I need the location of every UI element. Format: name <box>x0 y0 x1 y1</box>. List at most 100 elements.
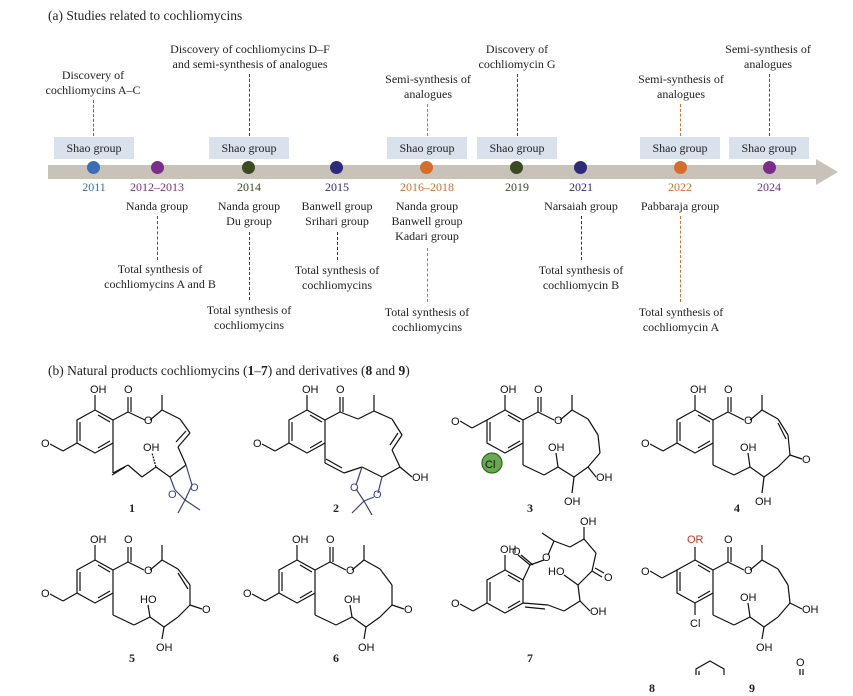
panel-a-title: (a) Studies related to cochliomycins <box>48 8 243 23</box>
year-2019: 2019 <box>505 180 529 194</box>
svg-text:OH: OH <box>358 642 375 654</box>
structure-5: OH O O O O HO OH <box>41 534 211 654</box>
svg-text:OH: OH <box>500 544 517 556</box>
svg-text:OH: OH <box>740 592 757 604</box>
shao-group-box-2016: Shao group <box>387 137 467 159</box>
svg-text:Cl: Cl <box>690 618 700 630</box>
year-2016-2018: 2016–2018 <box>400 180 454 194</box>
c1-oh: OH <box>90 384 107 396</box>
svg-text:HO: HO <box>140 594 157 606</box>
svg-text:O: O <box>350 482 359 494</box>
compound-number-8: 8 <box>649 681 655 695</box>
svg-text:HO: HO <box>548 566 565 578</box>
svg-text:OH: OH <box>90 534 107 546</box>
svg-text:OH: OH <box>302 384 319 396</box>
svg-text:O: O <box>144 415 153 427</box>
structure-7: OH O O OH O HO OH O <box>451 516 613 618</box>
svg-text:O: O <box>542 552 551 564</box>
shao-group-box-2022: Shao group <box>640 137 720 159</box>
structure-3: OH O O O Cl OH OH OH <box>451 384 613 508</box>
event-desc-2021: Total synthesis of cochliomycin B <box>538 263 624 292</box>
structure-6: OH O O O O OH OH <box>243 534 413 654</box>
connector-below-2016 <box>427 248 428 302</box>
svg-text:O: O <box>641 566 650 578</box>
svg-text:OH: OH <box>740 442 757 454</box>
connector-2011 <box>93 100 94 136</box>
svg-text:O: O <box>744 565 753 577</box>
svg-text:O: O <box>326 534 335 546</box>
event-group-2012-2013: Nanda group <box>125 199 189 213</box>
svg-text:O: O <box>168 489 177 501</box>
structure-8-9: OR O O O Cl OH OH OH R = Br R = O O <box>641 534 819 675</box>
timeline-dot-2021 <box>574 161 587 174</box>
event-above-2022: Semi-synthesis of analogues <box>638 72 724 101</box>
connector-below-2012 <box>157 216 158 260</box>
connector-below-2022 <box>680 216 681 302</box>
compound-number-6: 6 <box>333 651 339 665</box>
event-above-2024: Semi-synthesis of analogues <box>725 42 811 71</box>
svg-text:O: O <box>512 546 521 558</box>
event-group-2022: Pabbaraja group <box>640 199 720 213</box>
svg-text:O: O <box>346 565 355 577</box>
event-above-2011: Discovery of cochliomycins A–C <box>45 68 141 97</box>
connector-below-2015 <box>337 232 338 260</box>
year-2014: 2014 <box>237 180 261 194</box>
svg-text:O: O <box>724 384 733 396</box>
year-2011: 2011 <box>82 180 106 194</box>
structures-panel: (b) Natural products cochliomycins (1–7)… <box>0 355 853 695</box>
shao-group-box-2011: Shao group <box>54 137 134 159</box>
svg-text:O: O <box>190 482 199 494</box>
svg-text:OH: OH <box>755 496 772 508</box>
svg-text:O: O <box>744 415 753 427</box>
structure-1: OH O O O OH O O <box>41 384 201 514</box>
event-above-2014: Discovery of cochliomycins D–F and semi-… <box>170 42 330 71</box>
svg-text:O: O <box>724 534 733 546</box>
timeline-dot-2024 <box>763 161 776 174</box>
compound-number-7: 7 <box>527 651 533 665</box>
event-desc-2022: Total synthesis of cochliomycin A <box>638 305 724 334</box>
structure-4: OH O O O O OH OH <box>641 384 811 508</box>
compound-number-9: 9 <box>749 681 755 695</box>
compound-number-1: 1 <box>129 501 135 515</box>
c3-cl: Cl <box>485 459 495 471</box>
svg-text:OH: OH <box>690 384 707 396</box>
timeline-dot-2022 <box>674 161 687 174</box>
compound-number-5: 5 <box>129 651 135 665</box>
connector-above-2022 <box>680 104 681 136</box>
svg-text:OH: OH <box>500 384 517 396</box>
shao-group-box-2014: Shao group <box>209 137 289 159</box>
svg-text:O: O <box>41 588 50 600</box>
svg-text:OH: OH <box>596 472 613 484</box>
compound-number-3: 3 <box>527 501 533 515</box>
timeline-bar <box>48 165 818 179</box>
svg-text:O: O <box>373 489 382 501</box>
structures-canvas: OH O O O OH O O <box>41 384 819 675</box>
year-2022: 2022 <box>668 180 692 194</box>
connector-below-2021 <box>581 216 582 260</box>
svg-text:OH: OH <box>156 642 173 654</box>
svg-text:OH: OH <box>564 496 581 508</box>
timeline-dot-2012-2013 <box>151 161 164 174</box>
svg-text:OH: OH <box>590 606 607 618</box>
svg-text:O: O <box>451 598 460 610</box>
timeline-dot-2014 <box>242 161 255 174</box>
svg-text:OH: OH <box>548 442 565 454</box>
svg-text:O: O <box>124 384 133 396</box>
event-desc-2015: Total synthesis of cochliomycins <box>294 263 380 292</box>
event-desc-2014: Total synthesis of cochliomycins <box>206 303 292 332</box>
svg-text:O: O <box>534 384 543 396</box>
svg-text:O: O <box>253 438 262 450</box>
svg-text:OH: OH <box>292 534 309 546</box>
panel-b-title: (b) Natural products cochliomycins (1–7)… <box>48 363 410 378</box>
event-group-2016-2018: Nanda group Banwell group Kadari group <box>391 199 463 243</box>
connector-below-2014 <box>249 232 250 300</box>
c8-or: OR <box>687 534 704 546</box>
event-desc-2012-2013: Total synthesis of cochliomycins A and B <box>104 262 216 291</box>
svg-text:OH: OH <box>344 594 361 606</box>
connector-above-2014 <box>249 74 250 136</box>
svg-text:O: O <box>554 415 563 427</box>
svg-text:OH: OH <box>143 442 160 454</box>
timeline-arrowhead <box>816 159 838 185</box>
shao-group-box-2024: Shao group <box>729 137 809 159</box>
svg-text:OH: OH <box>802 604 819 616</box>
